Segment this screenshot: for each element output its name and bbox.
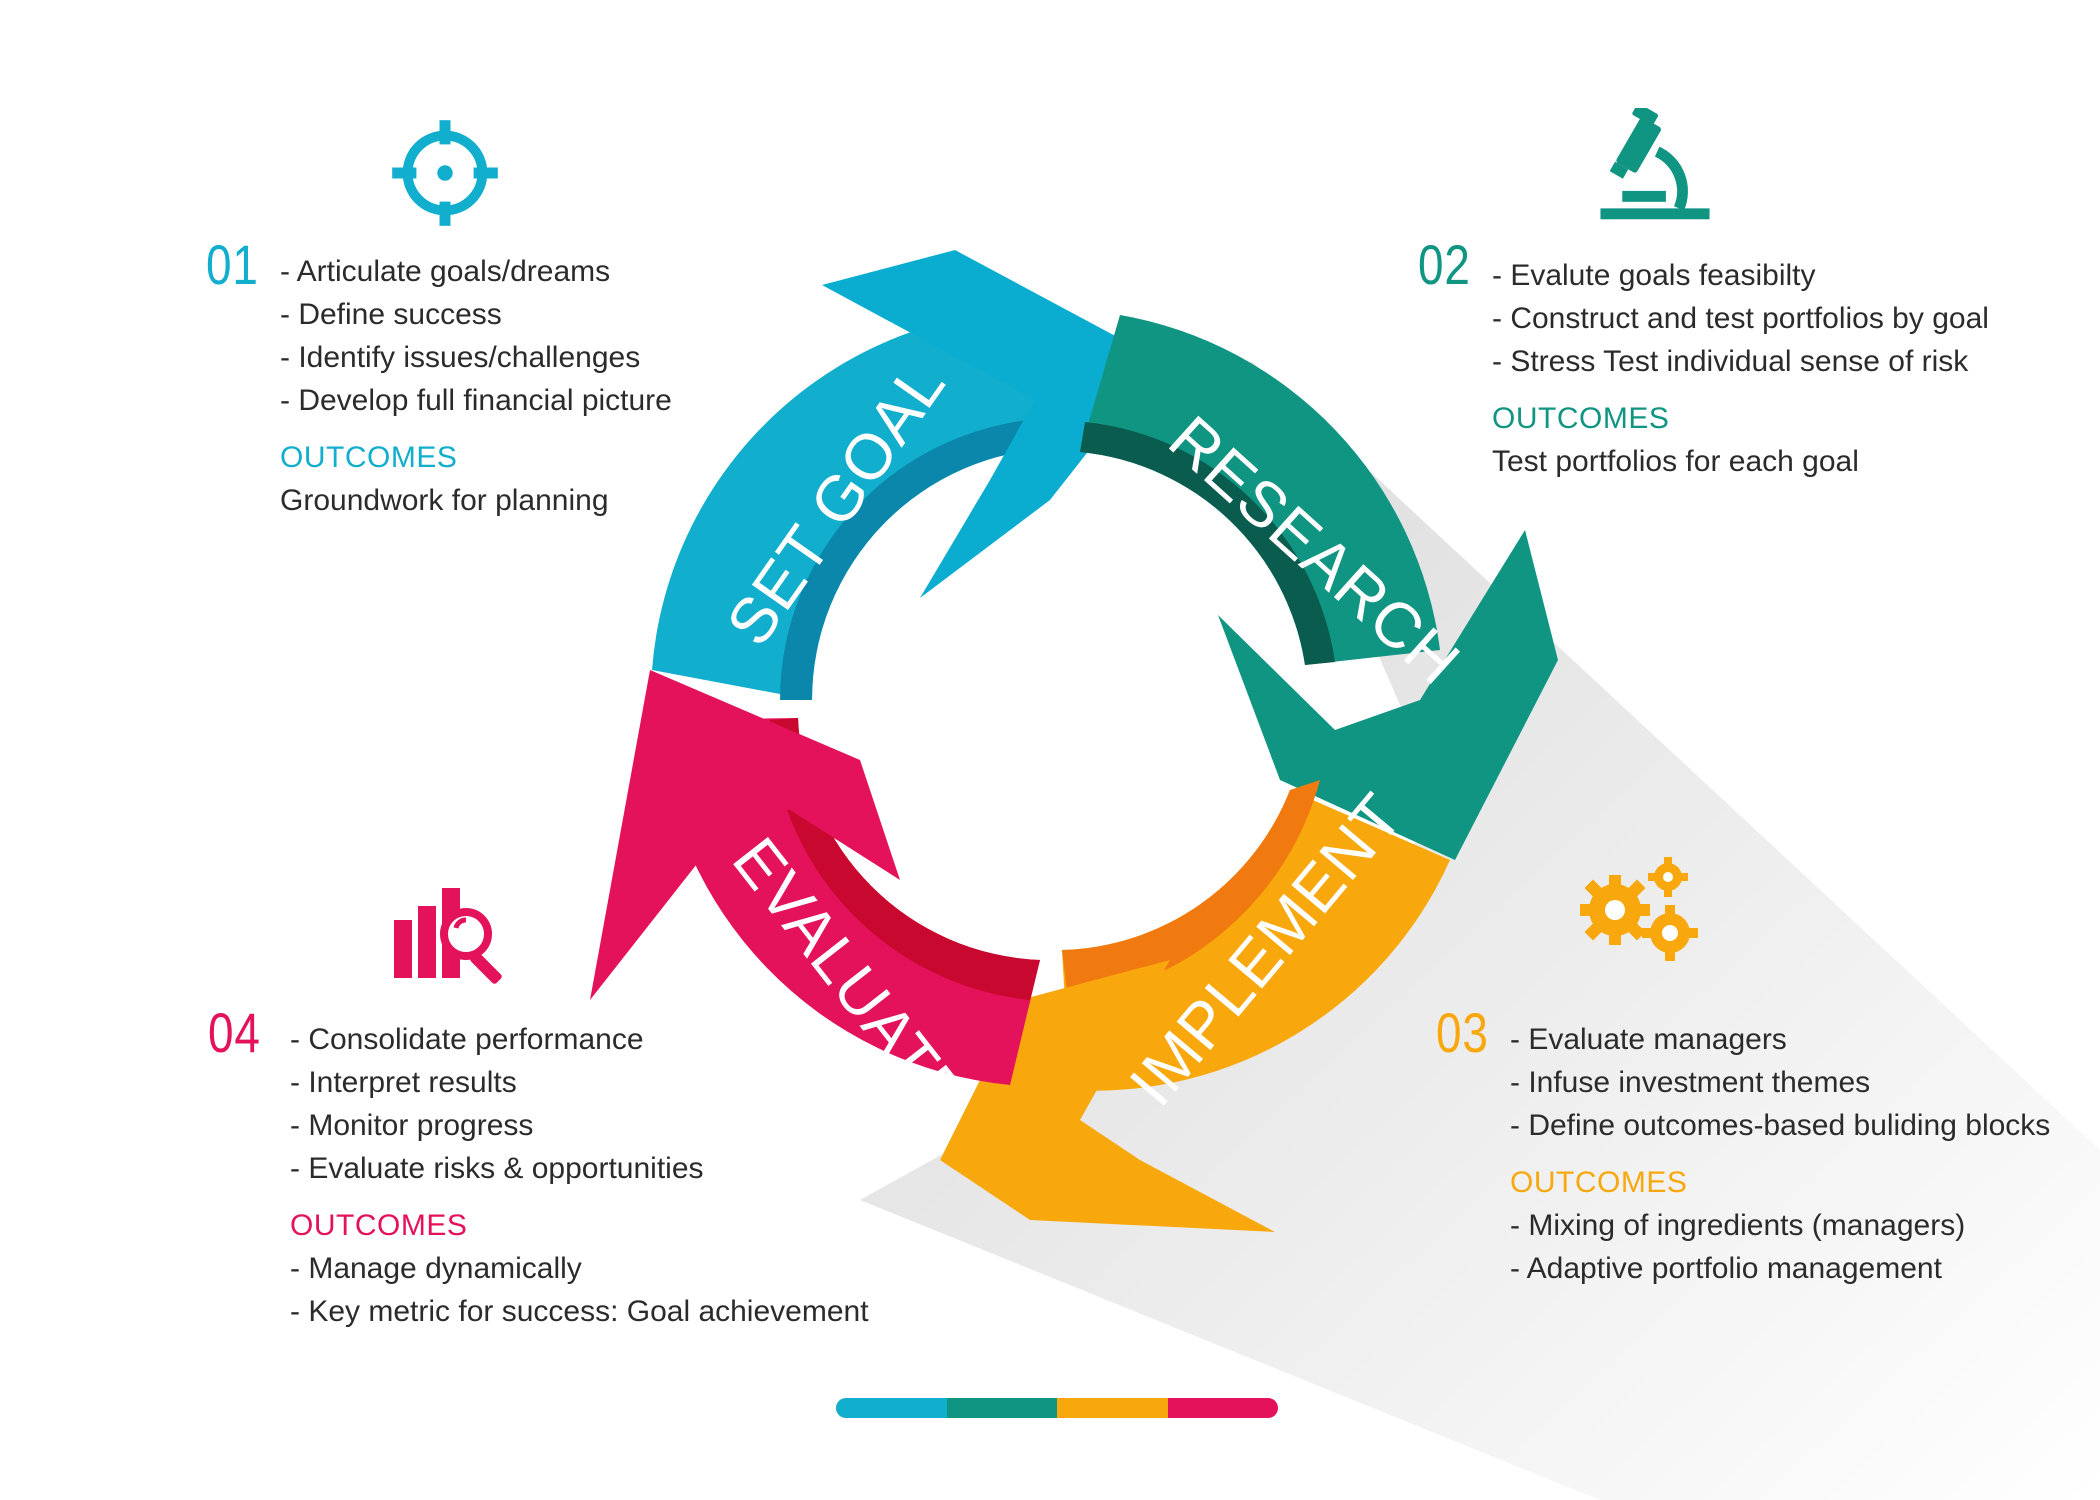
step-02-outcomes-heading: OUTCOMES	[1492, 402, 1670, 435]
arrow-implement	[940, 960, 1275, 1232]
chart-magnifier-icon	[394, 888, 502, 984]
step-03-number: 03	[1436, 1001, 1489, 1064]
color-bar-set-goal	[836, 1398, 947, 1418]
step-01-block: - Articulate goals/dreams - Define succe…	[280, 250, 672, 522]
color-bar	[836, 1398, 1278, 1418]
list-item: - Develop full financial picture	[280, 384, 672, 417]
list-item: - Infuse investment themes	[1510, 1066, 1871, 1099]
target-icon	[392, 120, 498, 226]
diagonal-shadow	[860, 360, 2100, 1500]
step-04-outcomes: - Manage dynamically - Key metric for su…	[290, 1247, 869, 1333]
list-item: - Evaluate managers	[1510, 1023, 1787, 1056]
list-item: - Evalute goals feasibilty	[1492, 259, 1816, 292]
segment-implement	[1062, 790, 1450, 1091]
list-item: - Define outcomes-based buliding blocks	[1510, 1109, 2051, 1142]
arrow-research	[1218, 530, 1558, 860]
color-bar-research	[946, 1398, 1057, 1418]
arrow-evaluate	[590, 670, 900, 1000]
list-item: - Define success	[280, 298, 502, 331]
list-item: - Monitor progress	[290, 1109, 534, 1142]
list-item: - Construct and test portfolios by goal	[1492, 302, 1989, 335]
gears-icon	[1580, 857, 1698, 961]
step-02-block: - Evalute goals feasibilty - Construct a…	[1492, 254, 1989, 483]
list-item: - Evaluate risks & opportunities	[290, 1152, 704, 1185]
arrow-set-goal	[822, 250, 1160, 598]
segment-research	[1080, 315, 1440, 665]
step-03-items: - Evaluate managers - Infuse investment …	[1510, 1018, 2050, 1147]
list-item: - Mixing of ingredients (managers)	[1510, 1209, 1966, 1242]
step-01-outcomes-heading: OUTCOMES	[280, 441, 458, 474]
step-01-outcome: Groundwork for planning	[280, 484, 609, 517]
list-item: - Articulate goals/dreams	[280, 255, 611, 288]
list-item: - Adaptive portfolio management	[1510, 1252, 1942, 1285]
step-01-number: 01	[206, 233, 259, 296]
microscope-icon	[1600, 108, 1710, 220]
step-02-items: - Evalute goals feasibilty - Construct a…	[1492, 254, 1989, 383]
step-04-block: - Consolidate performance - Interpret re…	[290, 1018, 869, 1333]
step-04-number: 04	[208, 1001, 261, 1064]
list-item: - Identify issues/challenges	[280, 341, 641, 374]
step-02-number: 02	[1418, 233, 1471, 296]
color-bar-evaluate	[1167, 1398, 1278, 1418]
segment-research-inner	[1080, 422, 1335, 665]
step-03-outcomes-heading: OUTCOMES	[1510, 1166, 1688, 1199]
step-03-outcomes: - Mixing of ingredients (managers) - Ada…	[1510, 1204, 2050, 1290]
step-01-items: - Articulate goals/dreams - Define succe…	[280, 250, 672, 422]
step-02-outcome: Test portfolios for each goal	[1492, 445, 1859, 478]
segment-implement-inner	[1062, 780, 1320, 1000]
step-04-outcomes-heading: OUTCOMES	[290, 1209, 468, 1242]
step-03-block: - Evaluate managers - Infuse investment …	[1510, 1018, 2050, 1290]
list-item: - Interpret results	[290, 1066, 517, 1099]
list-item: - Stress Test individual sense of risk	[1492, 345, 1969, 378]
list-item: - Consolidate performance	[290, 1023, 644, 1056]
step-04-items: - Consolidate performance - Interpret re…	[290, 1018, 869, 1190]
list-item: - Key metric for success: Goal achieveme…	[290, 1295, 869, 1328]
segment-set-goal	[652, 309, 1058, 700]
list-item: - Manage dynamically	[290, 1252, 582, 1285]
color-bar-implement	[1057, 1398, 1168, 1418]
